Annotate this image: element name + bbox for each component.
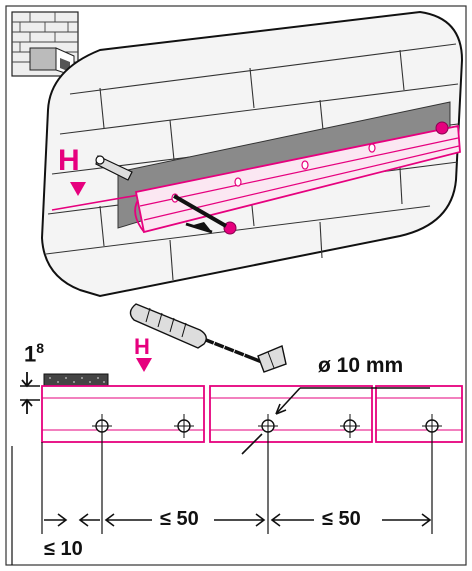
extension-lines [11,432,433,565]
dimension-arrows [44,513,432,527]
thickness-sup: 8 [36,340,45,356]
thickness-label: 18 [24,340,45,367]
marker-bottom-label: H [134,334,150,359]
wall-mount-icon [11,11,79,77]
marker-top-triangle [70,182,86,196]
diameter-label: ø 10 mm [318,354,404,377]
hole-1 [92,414,112,438]
spacing-2-label: ≤ 50 [322,508,361,530]
marker-top-label: H [58,144,80,177]
spacing-1-label: ≤ 50 [160,508,199,530]
hole-4 [340,414,360,438]
pin [95,155,133,181]
marker-bottom-triangle [136,358,152,372]
wall-panel [40,10,464,298]
rail-flat [41,385,463,443]
hole-2 [174,414,194,438]
rail-angled [134,121,461,235]
screw-insert [173,194,227,234]
spacing-edge-label: ≤ 10 [44,538,83,560]
dowel-and-screw [129,303,287,373]
diameter-leader [241,387,430,455]
